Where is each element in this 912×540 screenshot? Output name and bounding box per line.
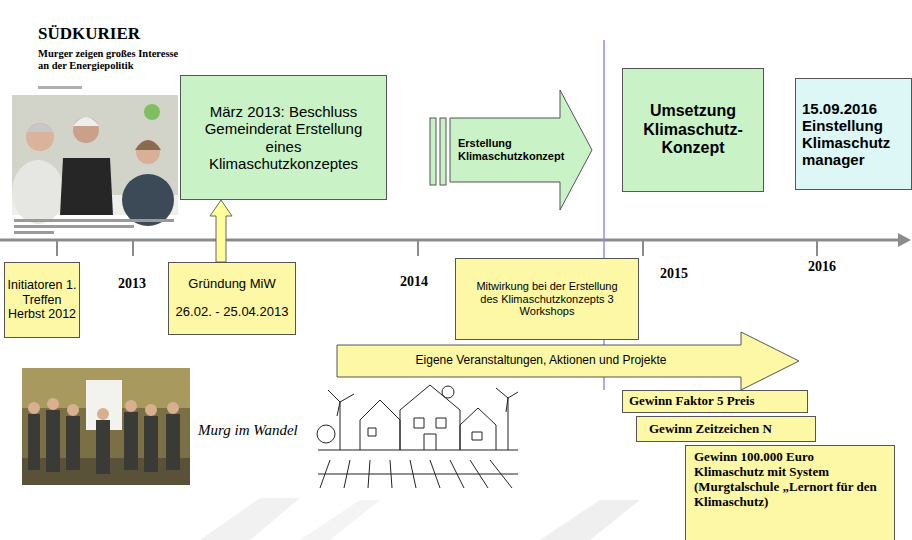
node-text: 15.09.2016 Einstellung Klimaschutz manag… (802, 100, 907, 169)
node-text: Eigene Veranstaltungen, Aktionen und Pro… (345, 354, 737, 368)
sketch-tree (317, 425, 335, 443)
phase-arrow: Erstellung Klimaschutzkonzept (450, 90, 592, 210)
clipping-caption (14, 231, 54, 234)
activity-arrow: Eigene Veranstaltungen, Aktionen und Pro… (337, 332, 799, 390)
node-text: Mitwirkung bei der Erstellung des Klimas… (468, 280, 626, 318)
group-photo (22, 368, 190, 485)
person-head (136, 140, 160, 164)
event-box: Initiatoren 1. Treffen Herbst 2012 (4, 262, 80, 338)
event-box: Mitwirkung bei der Erstellung des Klimas… (455, 258, 639, 340)
person-hair (73, 117, 99, 126)
milestone-box: 15.09.2016 Einstellung Klimaschutz manag… (795, 78, 912, 190)
newspaper-headline: Murger zeigen großes Interesse an der En… (38, 48, 183, 72)
village-sketch (318, 385, 518, 488)
phase-box: Umsetzung Klimaschutz-Konzept (622, 68, 764, 192)
year-label: 2013 (118, 276, 146, 292)
arrow-shape (450, 90, 592, 210)
award-box: Gewinn Zeitzeichen N (636, 416, 816, 442)
node-text: Initiatoren 1. Treffen Herbst 2012 (7, 278, 77, 321)
newspaper-name: SÜDKURIER (38, 24, 140, 44)
axis-tick (642, 240, 644, 256)
photo-caption: Murg im Wandel (198, 422, 298, 439)
node-text: Erstellung Klimaschutzkonzept (458, 137, 578, 162)
background-streak (200, 498, 300, 540)
phase-bar (430, 118, 436, 185)
node-text: Gewinn 100.000 Euro Klimaschutz mit Syst… (694, 450, 886, 510)
node-text: Gewinn Faktor 5 Preis (629, 394, 801, 409)
year-label: 2015 (660, 266, 688, 282)
arrow-shape (337, 332, 799, 390)
event-box: Gründung MiW 26.02. - 25.04.2013 (168, 262, 296, 335)
node-text: Gewinn Zeitzeichen N (649, 422, 803, 437)
node-text: März 2013: Beschluss Gemeinderat Erstell… (189, 103, 378, 172)
sketch-tree (442, 386, 454, 398)
clipping-caption (14, 219, 174, 222)
award-box: Gewinn 100.000 Euro Klimaschutz mit Syst… (685, 445, 895, 540)
leaf-sign (144, 104, 160, 120)
phase-bar (440, 118, 446, 185)
axis-tick (56, 240, 58, 256)
timeline-axis (0, 239, 900, 242)
clipping-date (38, 86, 82, 89)
person-head (73, 117, 99, 143)
node-text: Gründung MiW (173, 277, 291, 292)
photo-heads (28, 398, 179, 420)
person-body (12, 160, 64, 224)
year-label: 2014 (400, 274, 428, 290)
person-body (60, 158, 113, 215)
person-head (26, 123, 54, 151)
clipping-caption (14, 225, 134, 228)
person-hair (26, 124, 54, 133)
person-hair (135, 140, 161, 150)
axis-arrowhead (898, 233, 911, 247)
decision-box: März 2013: Beschluss Gemeinderat Erstell… (180, 75, 387, 200)
award-box: Gewinn Faktor 5 Preis (622, 390, 808, 413)
connector-arrow (210, 200, 232, 262)
node-text: Umsetzung Klimaschutz-Konzept (631, 102, 755, 157)
axis-tick (816, 240, 818, 256)
person-body (122, 174, 174, 226)
background-streak (300, 500, 380, 540)
axis-tick (132, 240, 134, 256)
background-streak (540, 500, 640, 540)
year-label: 2016 (808, 259, 836, 275)
axis-tick (417, 240, 419, 256)
node-text: 26.02. - 25.04.2013 (173, 305, 291, 320)
